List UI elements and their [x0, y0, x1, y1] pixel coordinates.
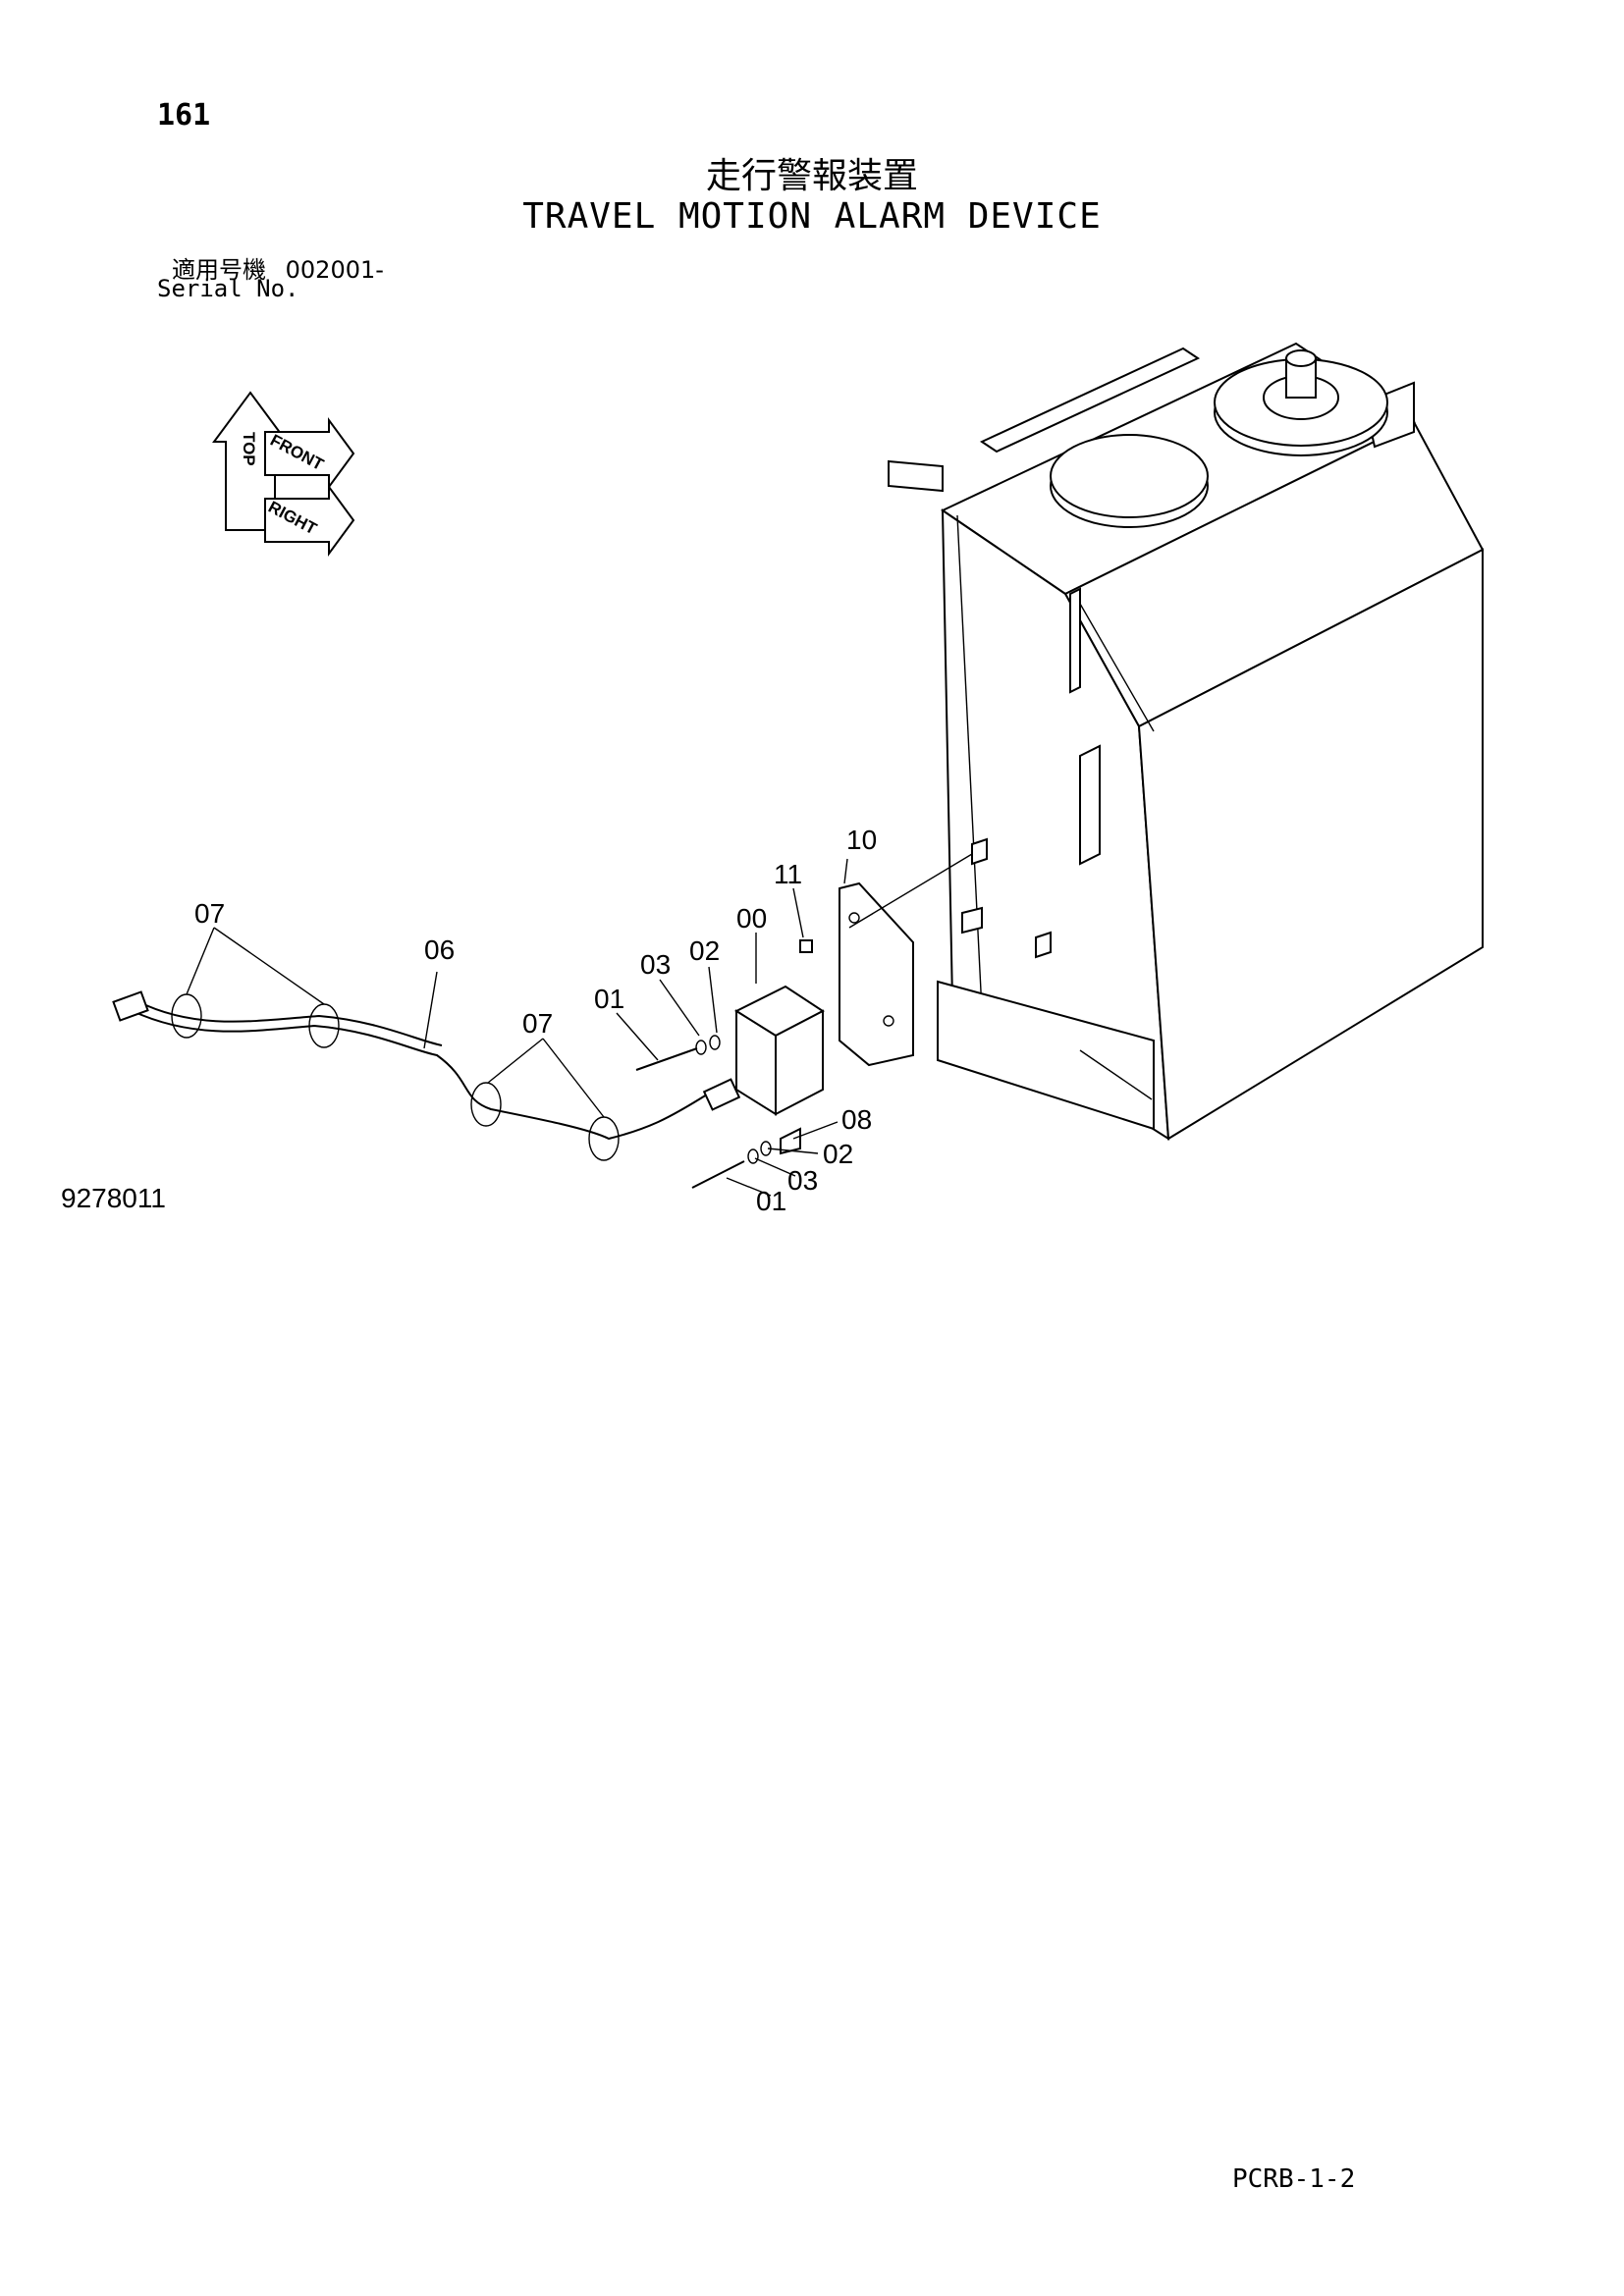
- callout-01a: 01: [594, 984, 624, 1014]
- serial-label-jp: 適用号機: [172, 256, 266, 284]
- figure-code: 9278011: [61, 1183, 166, 1213]
- callout-02b: 02: [823, 1139, 853, 1169]
- title-english: TRAVEL MOTION ALARM DEVICE: [522, 196, 1102, 237]
- callout-06: 06: [424, 934, 455, 965]
- alarm-box: [733, 985, 825, 1116]
- fasteners: [635, 939, 813, 1189]
- page-code: PCRB-1-2: [1232, 2164, 1356, 2194]
- callout-00: 00: [736, 903, 767, 934]
- callout-01b: 01: [756, 1186, 786, 1216]
- callout-11: 11: [774, 859, 802, 889]
- orientation-indicator: TOP FRONT RIGHT: [212, 391, 355, 558]
- hydraulic-tank: [888, 342, 1485, 1141]
- title-japanese: 走行警報装置: [705, 156, 918, 196]
- wire-harness: [112, 990, 741, 1161]
- leader-lines: [186, 858, 848, 1197]
- serial-line: 適用号機 002001-: [172, 250, 384, 285]
- callout-10: 10: [846, 825, 877, 855]
- callouts: 10 11 00 02 03 01 07 06 07 08 02 03 01: [194, 825, 877, 1216]
- callout-03a: 03: [640, 949, 671, 980]
- page-number: 161: [157, 98, 211, 133]
- callout-07a: 07: [194, 898, 225, 929]
- orientation-top-label: TOP: [240, 432, 258, 466]
- bracket: [839, 853, 973, 1067]
- callout-07b: 07: [522, 1008, 553, 1039]
- callout-03b: 03: [787, 1165, 818, 1196]
- serial-label-en: Serial No.: [157, 275, 299, 302]
- callout-02a: 02: [689, 935, 720, 966]
- serial-number: 002001-: [285, 256, 384, 284]
- callout-08: 08: [841, 1104, 872, 1135]
